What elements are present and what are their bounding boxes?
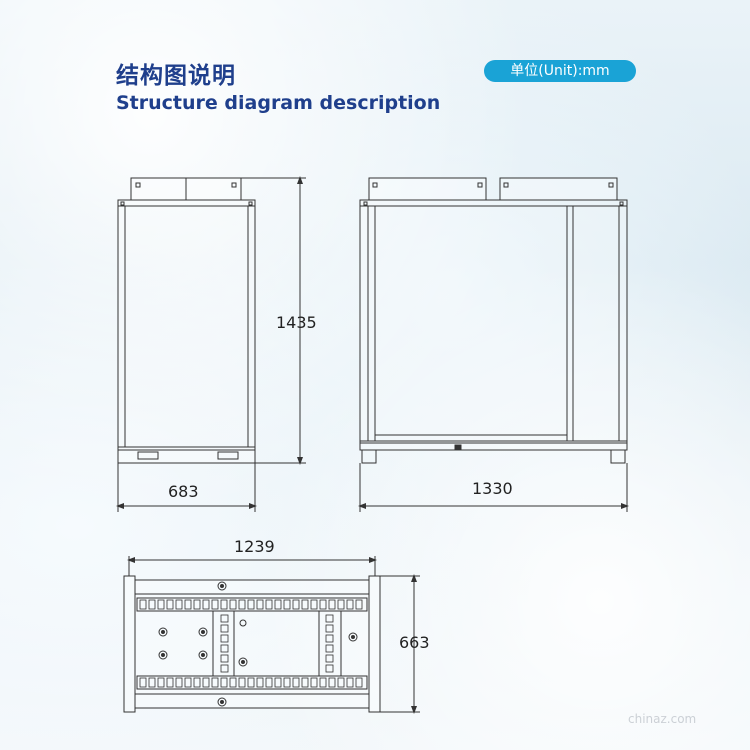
vent-cell [337,599,345,610]
vent-cell [247,599,255,610]
vent-cell [346,677,354,688]
vent-cell [256,677,264,688]
vent-cell [283,677,291,688]
vent-cell [202,599,210,610]
vent-cell [220,624,229,633]
vent-cell [166,677,174,688]
watermark: chinaz.com [628,712,697,726]
vent-cell [175,599,183,610]
vent-cell [220,677,228,688]
vent-cell [193,599,201,610]
vent-cell [319,677,327,688]
vent-cell [310,599,318,610]
top-length-dimension [127,556,377,576]
vent-cell [355,677,363,688]
vent-cell [229,677,237,688]
top-view [123,575,381,713]
vent-cell [325,664,334,673]
vent-cell [220,599,228,610]
vent-cell [301,677,309,688]
vent-cell [148,677,156,688]
vent-cell [238,599,246,610]
vent-cell [355,599,363,610]
vent-cell [220,664,229,673]
top-length-label: 1239 [234,537,275,556]
vent-cell [157,599,165,610]
top-depth-label: 663 [399,633,430,652]
vent-cell [325,644,334,653]
side-width-label: 683 [168,482,199,501]
vent-cell [274,599,282,610]
vent-cell [292,677,300,688]
front-width-label: 1330 [472,479,513,498]
vent-cell [256,599,264,610]
vent-cell [325,624,334,633]
vent-cell [139,599,147,610]
vent-cell [175,677,183,688]
front-view [359,177,628,464]
vent-cell [301,599,309,610]
vent-cell [157,677,165,688]
vent-cell [184,599,192,610]
vent-cell [328,677,336,688]
vent-cell [247,677,255,688]
vent-cell [346,599,354,610]
vent-grid [139,599,363,688]
vent-cell [139,677,147,688]
vent-cell [211,599,219,610]
side-height-dimension [241,176,306,465]
page-title-en: Structure diagram description [116,92,441,114]
vent-cell [220,654,229,663]
vent-cell [148,599,156,610]
front-width-dimension [358,463,629,512]
vent-cell [184,677,192,688]
vent-cell [283,599,291,610]
vent-cell [265,677,273,688]
page-title-cn: 结构图说明 [116,63,236,89]
vent-cell [238,677,246,688]
side-view [117,177,256,464]
vent-cell [337,677,345,688]
vent-cell [274,677,282,688]
vent-cell [310,677,318,688]
vent-cell [292,599,300,610]
top-depth-dimension [380,574,420,714]
vent-cell [202,677,210,688]
vent-cell [265,599,273,610]
vent-cell [325,634,334,643]
vent-cell [220,634,229,643]
side-height-label: 1435 [276,313,317,332]
vent-cell [319,599,327,610]
vent-cell [325,654,334,663]
vent-cell [325,614,334,623]
vent-cell [193,677,201,688]
side-width-dimension [116,463,257,512]
unit-badge: 单位(Unit):mm [484,60,636,82]
vent-cell [220,644,229,653]
vent-cell [211,677,219,688]
vent-cell [229,599,237,610]
vent-cell [220,614,229,623]
vent-cell [166,599,174,610]
vent-cell [328,599,336,610]
